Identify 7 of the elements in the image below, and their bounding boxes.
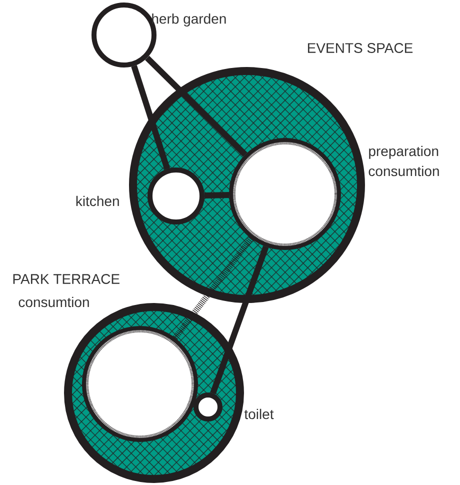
room-label: herb garden [152,13,226,27]
room-label: preparation consumtion [368,146,439,176]
room-label: consumtion [18,296,89,308]
room-label: PARK TERRACE [13,274,120,284]
room-label: toilet [244,408,274,420]
room-label: kitchen [76,196,119,206]
room-label: EVENTS SPACE [308,43,413,53]
